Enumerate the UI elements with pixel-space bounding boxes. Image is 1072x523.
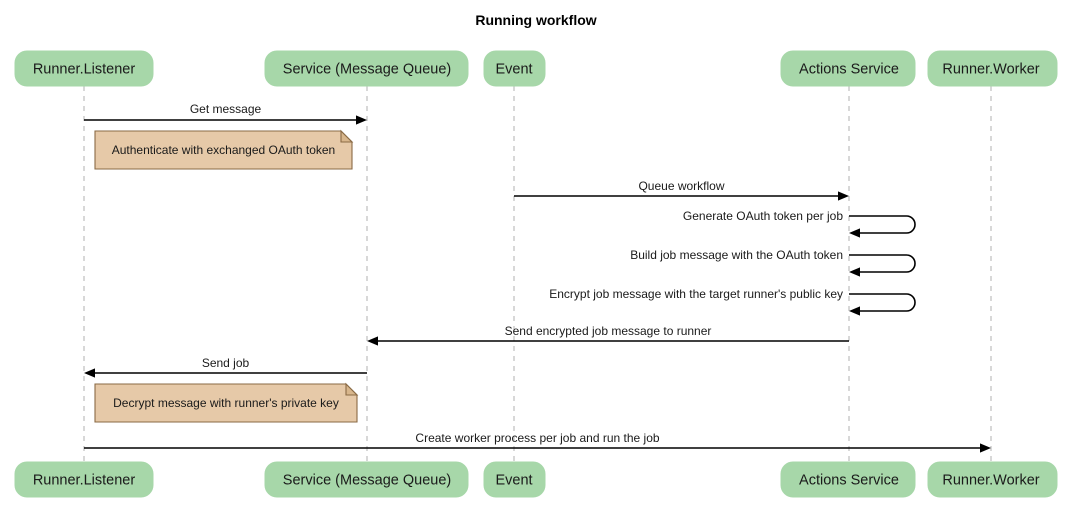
message-send-encrypted-job-message-to-runner[interactable]: Send encrypted job message to runner [367, 324, 849, 346]
participant-footer-event[interactable]: Event [483, 461, 546, 498]
message-label: Get message [190, 102, 262, 116]
arrowhead [356, 115, 367, 125]
participant-footer-runner-listener[interactable]: Runner.Listener [14, 461, 154, 498]
participant-label: Runner.Worker [942, 61, 1039, 77]
participant-header-event[interactable]: Event [483, 50, 546, 87]
message-label: Queue workflow [638, 179, 724, 193]
title-group: Running workflow [475, 12, 596, 28]
message-label: Create worker process per job and run th… [415, 431, 659, 445]
participant-footer-runner-worker[interactable]: Runner.Worker [927, 461, 1058, 498]
participant-box [927, 50, 1058, 87]
note-body [94, 383, 358, 423]
note-body [94, 130, 353, 170]
participant-label: Actions Service [799, 472, 899, 488]
note-fold-corner-icon [345, 382, 359, 396]
note-label: Authenticate with exchanged OAuth token [112, 143, 335, 157]
arrowhead [849, 267, 860, 277]
header-participants-group: Runner.Listener Service (Message Queue) Ev… [14, 50, 1058, 87]
message-generate-oauth-token-per-job[interactable]: Generate OAuth token per job [683, 209, 916, 238]
note-fold-corner-icon [340, 129, 354, 143]
arrowhead [980, 443, 991, 453]
message-label: Encrypt job message with the target runn… [549, 287, 843, 301]
participant-header-runner-worker[interactable]: Runner.Worker [927, 50, 1058, 87]
participant-box [483, 50, 546, 87]
page-title: Running workflow [475, 12, 596, 28]
participant-label: Event [495, 472, 532, 488]
message-send-job[interactable]: Send job [84, 356, 367, 378]
participant-label: Runner.Listener [33, 61, 136, 77]
participant-footer-actions-service[interactable]: Actions Service [780, 461, 916, 498]
message-label: Generate OAuth token per job [683, 209, 843, 223]
participant-header-service-message-queue[interactable]: Service (Message Queue) [264, 50, 469, 87]
message-label: Build job message with the OAuth token [630, 248, 843, 262]
message-create-worker-process-per-job-and-run-the-job[interactable]: Create worker process per job and run th… [84, 431, 991, 453]
participant-box [483, 461, 546, 498]
participant-header-runner-listener[interactable]: Runner.Listener [14, 50, 154, 87]
participant-box [780, 461, 916, 498]
message-label: Send encrypted job message to runner [505, 324, 712, 338]
message-get-message[interactable]: Get message [84, 102, 367, 125]
note-label: Decrypt message with runner's private ke… [113, 396, 339, 410]
self-loop-path [849, 293, 916, 312]
participant-box [264, 50, 469, 87]
footer-participants-group: Runner.Listener Service (Message Queue) Ev… [14, 461, 1058, 498]
participant-label: Service (Message Queue) [283, 61, 451, 77]
participant-label: Event [495, 61, 532, 77]
arrowhead [849, 306, 860, 316]
arrowhead [838, 191, 849, 201]
participant-box [14, 461, 154, 498]
participant-label: Runner.Worker [942, 472, 1039, 488]
participant-footer-service-message-queue[interactable]: Service (Message Queue) [264, 461, 469, 498]
participant-box [780, 50, 916, 87]
notes-group: Authenticate with exchanged OAuth tokenD… [94, 129, 359, 423]
participant-box [14, 50, 154, 87]
note-decrypt: Decrypt message with runner's private ke… [94, 382, 359, 423]
participant-label: Runner.Listener [33, 472, 136, 488]
arrowhead [367, 336, 378, 346]
participant-label: Service (Message Queue) [283, 472, 451, 488]
self-loop-path [849, 254, 916, 273]
participant-box [264, 461, 469, 498]
self-loop-path [849, 215, 916, 234]
participant-box [927, 461, 1058, 498]
message-queue-workflow[interactable]: Queue workflow [514, 179, 849, 201]
arrowhead [84, 368, 95, 378]
lifelines-group [83, 86, 992, 462]
arrowhead [849, 228, 860, 238]
participant-label: Actions Service [799, 61, 899, 77]
message-build-job-message-with-the-oauth-token[interactable]: Build job message with the OAuth token [630, 248, 916, 277]
message-encrypt-job-message-with-the-target-runners-public-key[interactable]: Encrypt job message with the target runn… [549, 287, 916, 316]
participant-header-actions-service[interactable]: Actions Service [780, 50, 916, 87]
note-authenticate: Authenticate with exchanged OAuth token [94, 129, 354, 170]
message-label: Send job [202, 356, 250, 370]
